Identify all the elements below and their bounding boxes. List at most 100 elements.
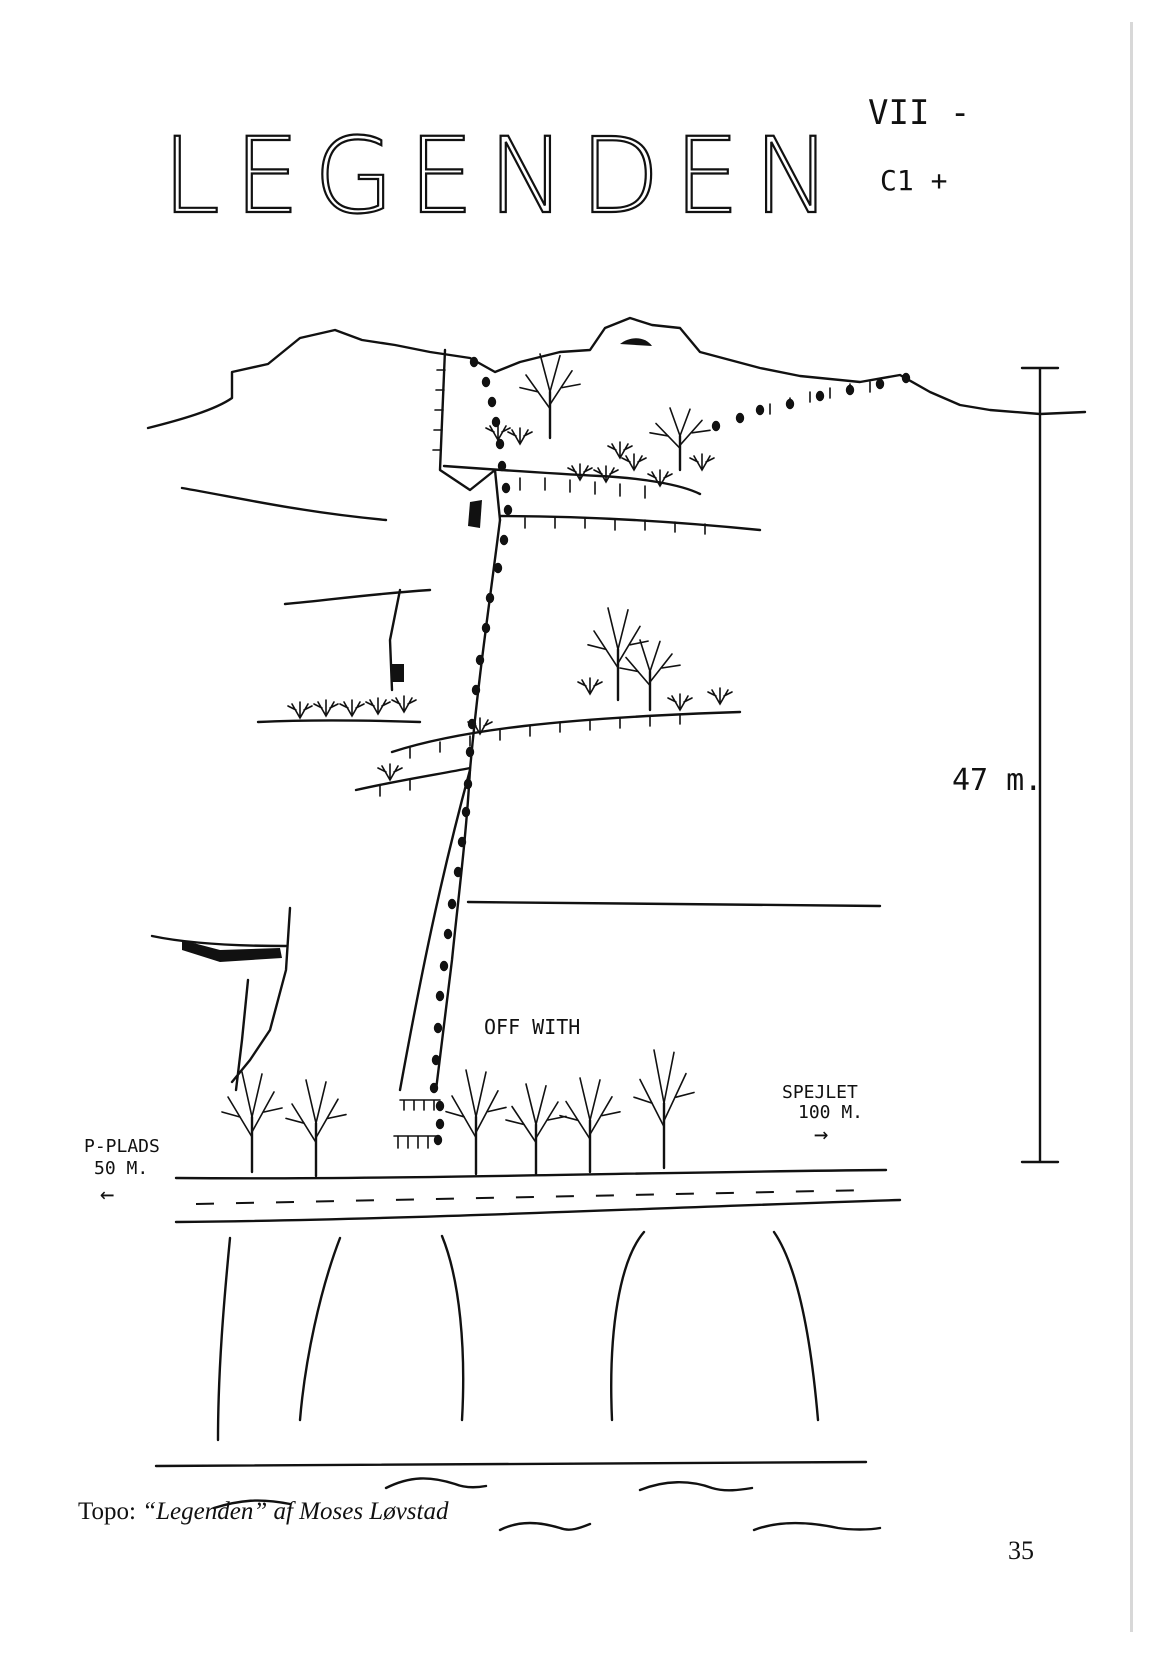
route-bolt: [436, 1119, 444, 1129]
grade-aid: C1 +: [880, 164, 947, 197]
tree-branch: [662, 665, 680, 668]
dark-crack-b: [392, 664, 404, 682]
tree: [446, 1070, 506, 1174]
route-bolt: [504, 505, 512, 515]
bush-tuft: [578, 678, 602, 694]
tree-branch: [676, 1092, 694, 1097]
route-bolt: [498, 461, 506, 471]
route-bolt: [440, 961, 448, 971]
figure-caption: Topo: “Legenden” af Moses Løvstad: [78, 1498, 448, 1526]
main-crack-right: [436, 770, 470, 1090]
bush-tuft: [690, 454, 714, 470]
route-bolt: [432, 1055, 440, 1065]
ledge-lines: [152, 466, 880, 946]
route-bolt: [482, 623, 490, 633]
route-bolt: [846, 385, 854, 395]
route-bolt: [448, 899, 456, 909]
tree-branch: [488, 1107, 506, 1111]
tree: [506, 1084, 566, 1174]
bridge-arches: [218, 1232, 818, 1440]
route-bolt: [464, 779, 472, 789]
bush-tuft: [366, 698, 390, 714]
tree-branch: [618, 610, 628, 650]
ledge-ticks: [380, 382, 870, 796]
left-flake-system: [232, 590, 400, 1090]
route-bolt: [492, 417, 500, 427]
route-bolt: [486, 593, 494, 603]
dark-crack-a: [468, 500, 482, 528]
route-bolt: [736, 413, 744, 423]
tree-branch: [590, 1080, 600, 1120]
route-bolt: [476, 655, 484, 665]
tree-branch: [692, 430, 710, 432]
bush-tuft: [486, 424, 510, 440]
skyline-outline: [148, 318, 1085, 428]
route-bolt: [482, 377, 490, 387]
tree-branch: [550, 371, 572, 405]
tree-branch: [580, 1078, 590, 1120]
route-bolt: [712, 421, 720, 431]
topo-title: LEGENDEN: [162, 115, 845, 237]
right-sign-distance: 100 M.: [798, 1102, 863, 1123]
tree: [560, 1078, 620, 1172]
bush-tuft: [288, 702, 312, 718]
bush-tuft: [622, 454, 646, 470]
route-bolt: [434, 1023, 442, 1033]
base-steps: [394, 1100, 440, 1148]
route-bolt: [876, 379, 884, 389]
tree-branch: [650, 654, 672, 682]
tree-row: [222, 354, 710, 1176]
tree: [588, 608, 648, 700]
right-sign-arrow: →: [814, 1120, 828, 1148]
tree: [520, 354, 580, 438]
caption-title: “Legenden”: [142, 1498, 267, 1525]
tree-branch: [670, 408, 680, 436]
tree-branch: [466, 1070, 476, 1117]
route-bolt: [472, 685, 480, 695]
caption-author: af Moses Løvstad: [267, 1498, 448, 1525]
route-bolt: [756, 405, 764, 415]
route-bolt: [430, 1083, 438, 1093]
tree-branch: [630, 641, 648, 645]
tree-branch: [316, 1082, 326, 1123]
tree-branch: [536, 1102, 558, 1138]
route-bolt: [494, 563, 502, 573]
route-bolt: [502, 483, 510, 493]
tree-branch: [664, 1074, 686, 1121]
route-bolt: [444, 929, 452, 939]
right-sign-name: SPEJLET: [782, 1082, 858, 1103]
height-label: 47 m.: [952, 763, 1042, 798]
upper-dihedral: [440, 350, 500, 520]
tree-branch: [264, 1108, 282, 1112]
left-sign-arrow: ←: [100, 1180, 114, 1208]
tree: [634, 1050, 694, 1168]
tree-branch: [562, 384, 580, 387]
road-edge-top: [176, 1170, 886, 1178]
tree-branch: [602, 1112, 620, 1116]
tree-branch: [664, 1052, 674, 1103]
route-bolt: [902, 373, 910, 383]
road-edge-bottom: [176, 1200, 900, 1222]
route-bolt: [466, 747, 474, 757]
tree-branch: [252, 1074, 262, 1117]
tree-branch: [680, 409, 690, 436]
page-number: 35: [1008, 1536, 1034, 1566]
main-crack-left: [400, 520, 500, 1090]
bush-tuft: [594, 466, 618, 482]
route-bolt: [500, 535, 508, 545]
caption-prefix: Topo:: [78, 1498, 142, 1525]
skyline-dark-notch: [620, 338, 652, 346]
route-bolt: [496, 439, 504, 449]
tree-branch: [608, 608, 618, 649]
bush-tuft: [568, 464, 592, 480]
tree-branch: [476, 1091, 498, 1133]
tree-branch: [242, 1072, 252, 1117]
water-line: [156, 1462, 866, 1466]
bush-tuft: [314, 700, 338, 716]
bush-tuft: [340, 700, 364, 716]
tree-branch: [550, 356, 560, 392]
tree-branch: [316, 1099, 338, 1137]
left-sign-name: P-PLADS: [84, 1136, 160, 1157]
